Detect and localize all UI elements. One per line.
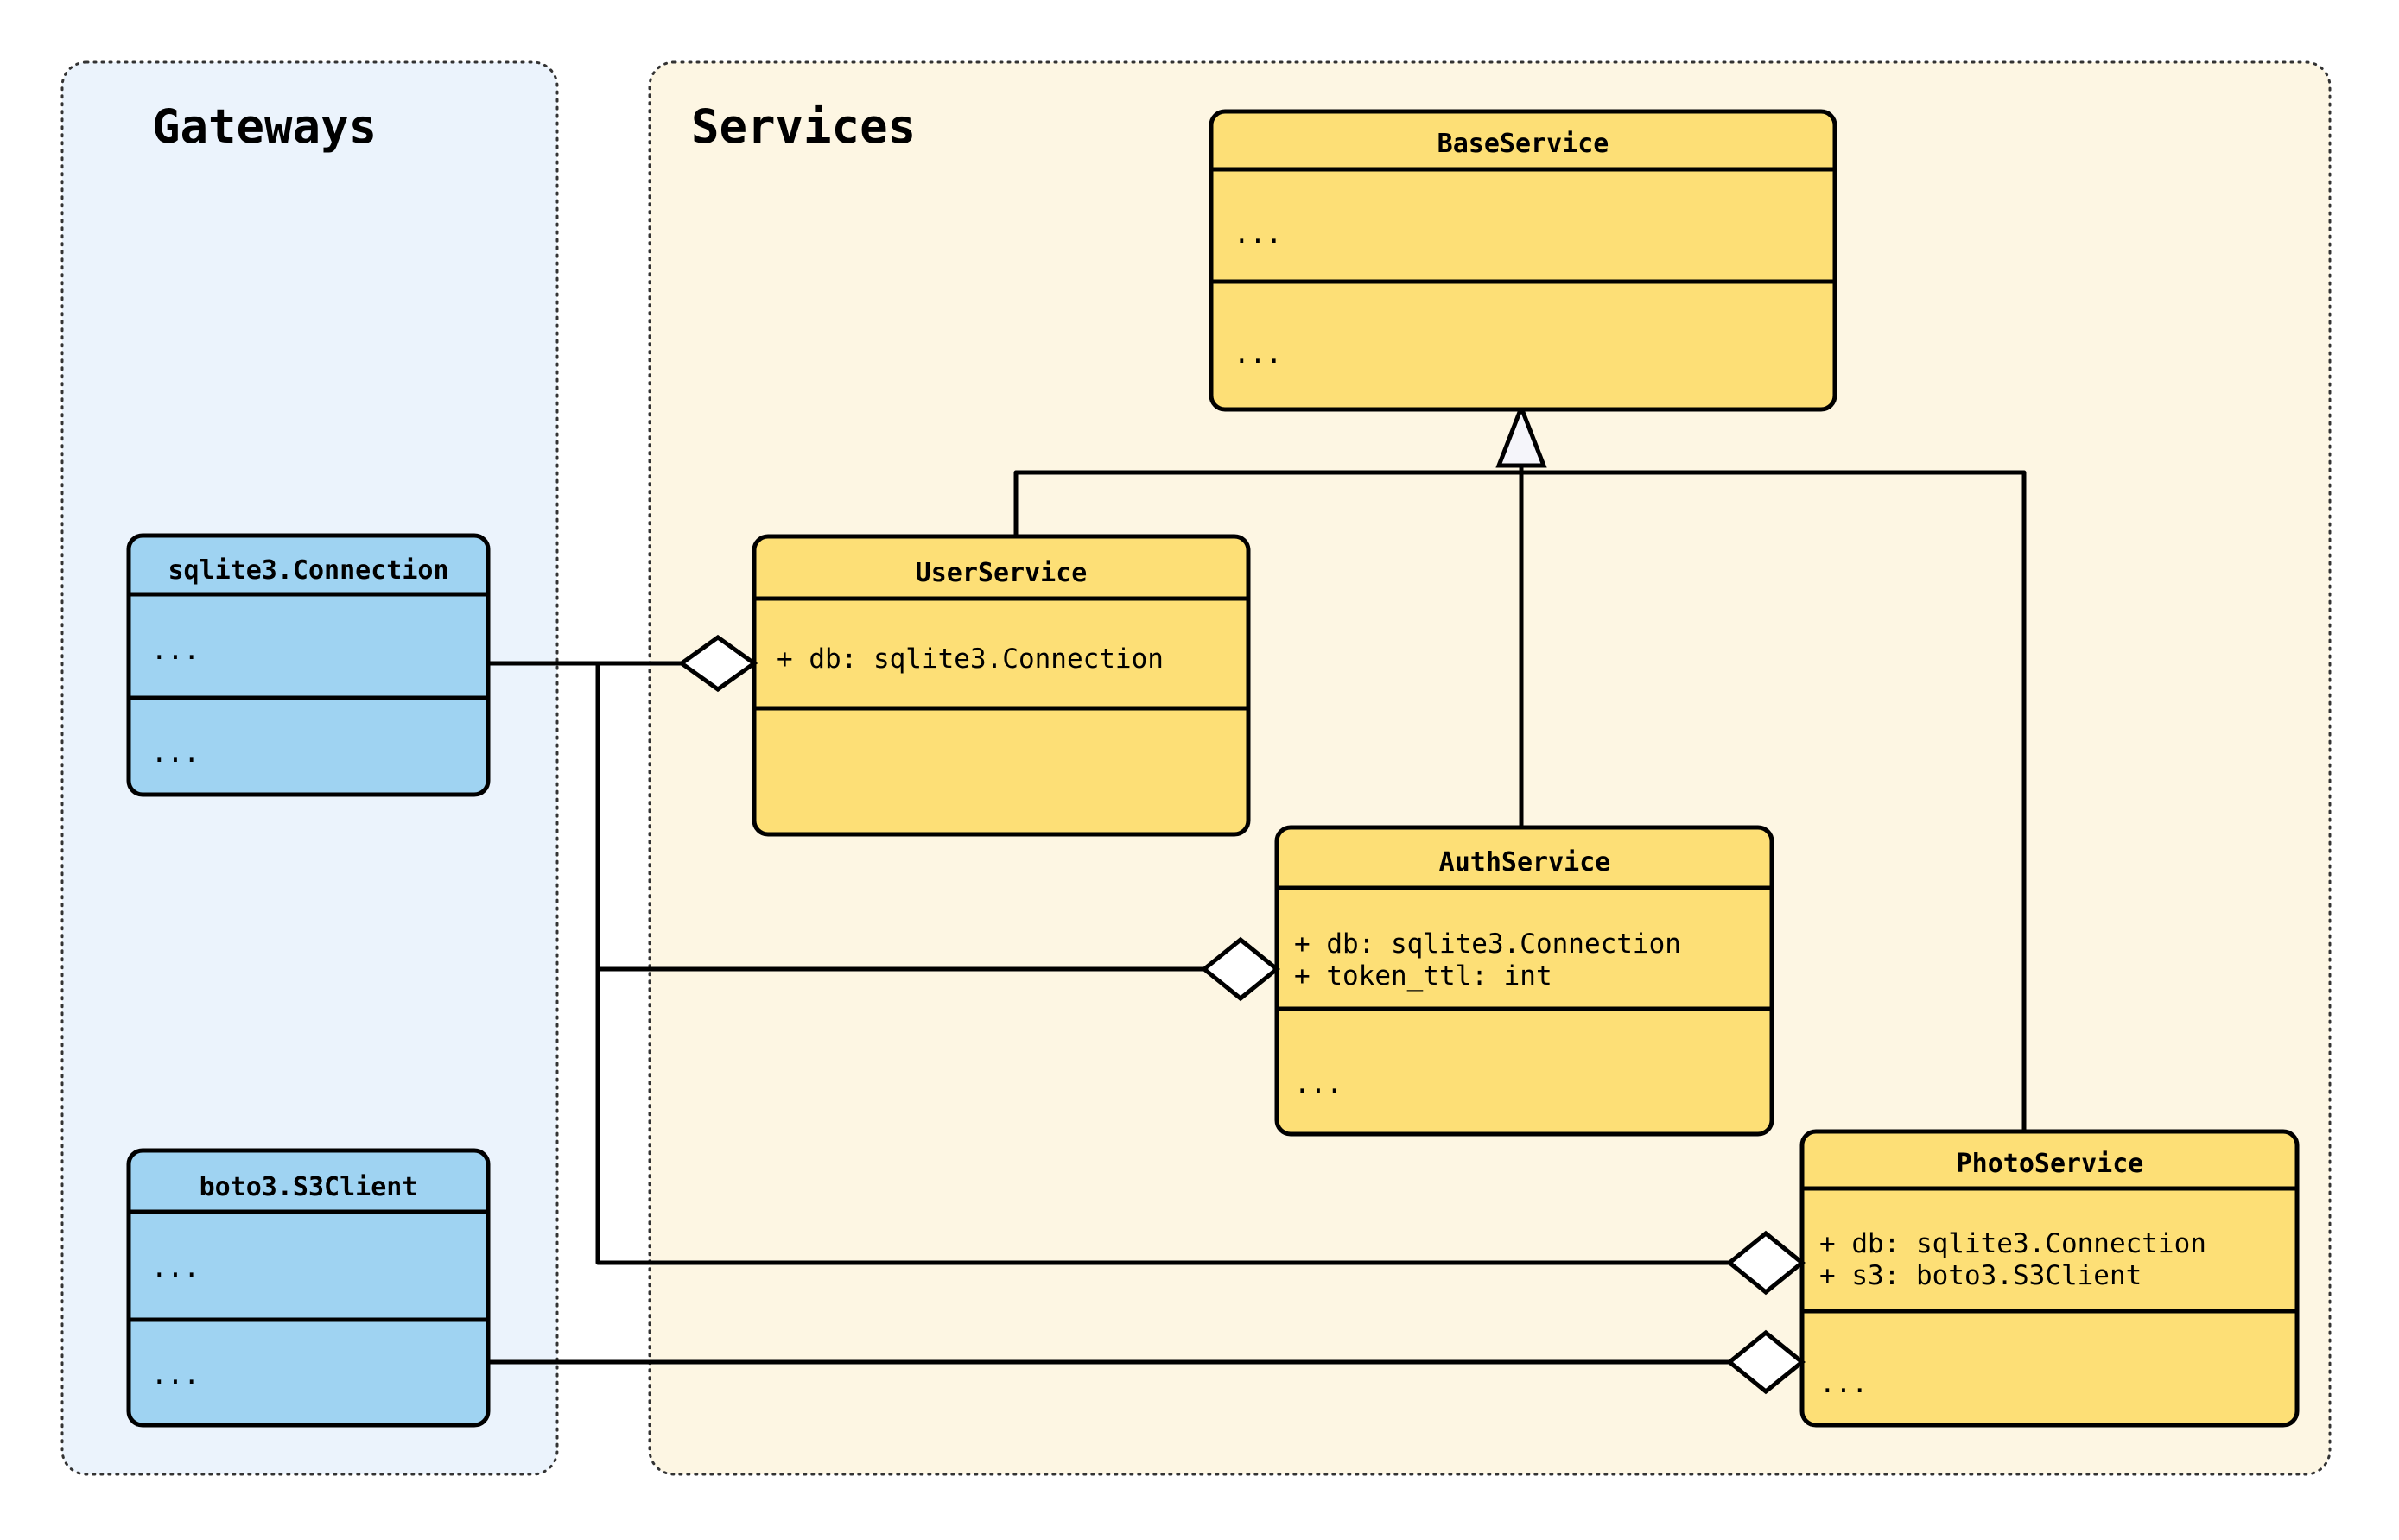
class-attribute-row: + db: sqlite3.Connection — [1819, 1228, 2206, 1259]
class-box-photoservice[interactable]: PhotoService + db: sqlite3.Connection + … — [1799, 1129, 2300, 1428]
class-box-boto3-s3client[interactable]: boto3.S3Client ... ... — [126, 1148, 491, 1428]
class-method-row: ... — [1234, 339, 1282, 370]
class-box-photoservice-outline — [1799, 1129, 2300, 1428]
class-attribute-row: + db: sqlite3.Connection — [777, 643, 1164, 675]
package-services-boundary — [648, 60, 2332, 1476]
class-name-sqlite3-connection: sqlite3.Connection — [168, 555, 448, 586]
class-box-baseservice-outline — [1209, 109, 1837, 412]
aggregation-diamond-icon — [1726, 1329, 1806, 1395]
aggregation-diamond-icon — [1726, 1230, 1806, 1296]
class-name-authservice: AuthService — [1439, 847, 1611, 878]
class-attribute-row: + token_ttl: int — [1294, 960, 1552, 992]
inheritance-edge-userservice — [1013, 470, 1521, 536]
aggregation-diamond-icon — [677, 634, 758, 693]
class-method-row: ... — [151, 1359, 200, 1391]
class-name-userservice: UserService — [916, 558, 1088, 588]
class-attribute-row: ... — [151, 1252, 200, 1283]
aggregation-trunk-sqlite3-lower — [595, 969, 1821, 1265]
class-box-userservice-outline — [752, 534, 1251, 837]
class-attribute-row: ... — [1234, 219, 1282, 250]
class-attribute-row: ... — [151, 635, 200, 666]
package-services-title: Services — [691, 99, 916, 154]
package-gateways-title: Gateways — [152, 99, 377, 154]
class-attribute-row: + db: sqlite3.Connection — [1294, 928, 1681, 960]
class-name-baseservice: BaseService — [1437, 129, 1609, 159]
class-box-userservice[interactable]: UserService + db: sqlite3.Connection — [752, 534, 1251, 837]
class-method-row: ... — [1294, 1068, 1342, 1100]
class-name-photoservice: PhotoService — [1957, 1149, 2144, 1179]
class-box-boto3-s3client-outline — [126, 1148, 491, 1428]
inheritance-edge-photoservice — [1521, 470, 2027, 1131]
class-method-row: ... — [151, 738, 200, 769]
aggregation-trunk-sqlite3 — [488, 661, 600, 969]
class-attribute-row: + s3: boto3.S3Client — [1819, 1260, 2142, 1291]
class-box-authservice-outline — [1274, 825, 1774, 1137]
class-box-sqlite3-connection-outline — [126, 533, 491, 797]
inheritance-arrowhead-icon — [1495, 402, 1547, 468]
class-method-row: ... — [1819, 1368, 1868, 1399]
class-box-sqlite3-connection[interactable]: sqlite3.Connection ... ... — [126, 533, 491, 797]
class-box-authservice[interactable]: AuthService + db: sqlite3.Connection + t… — [1274, 825, 1774, 1137]
aggregation-diamond-icon — [1201, 936, 1280, 1002]
class-name-boto3-s3client: boto3.S3Client — [200, 1172, 418, 1202]
class-box-baseservice[interactable]: BaseService ... ... — [1209, 109, 1837, 412]
inheritance-edges — [1013, 402, 2027, 1131]
package-services[interactable]: Services — [648, 60, 2332, 1476]
aggregation-diamonds — [677, 634, 1806, 1395]
